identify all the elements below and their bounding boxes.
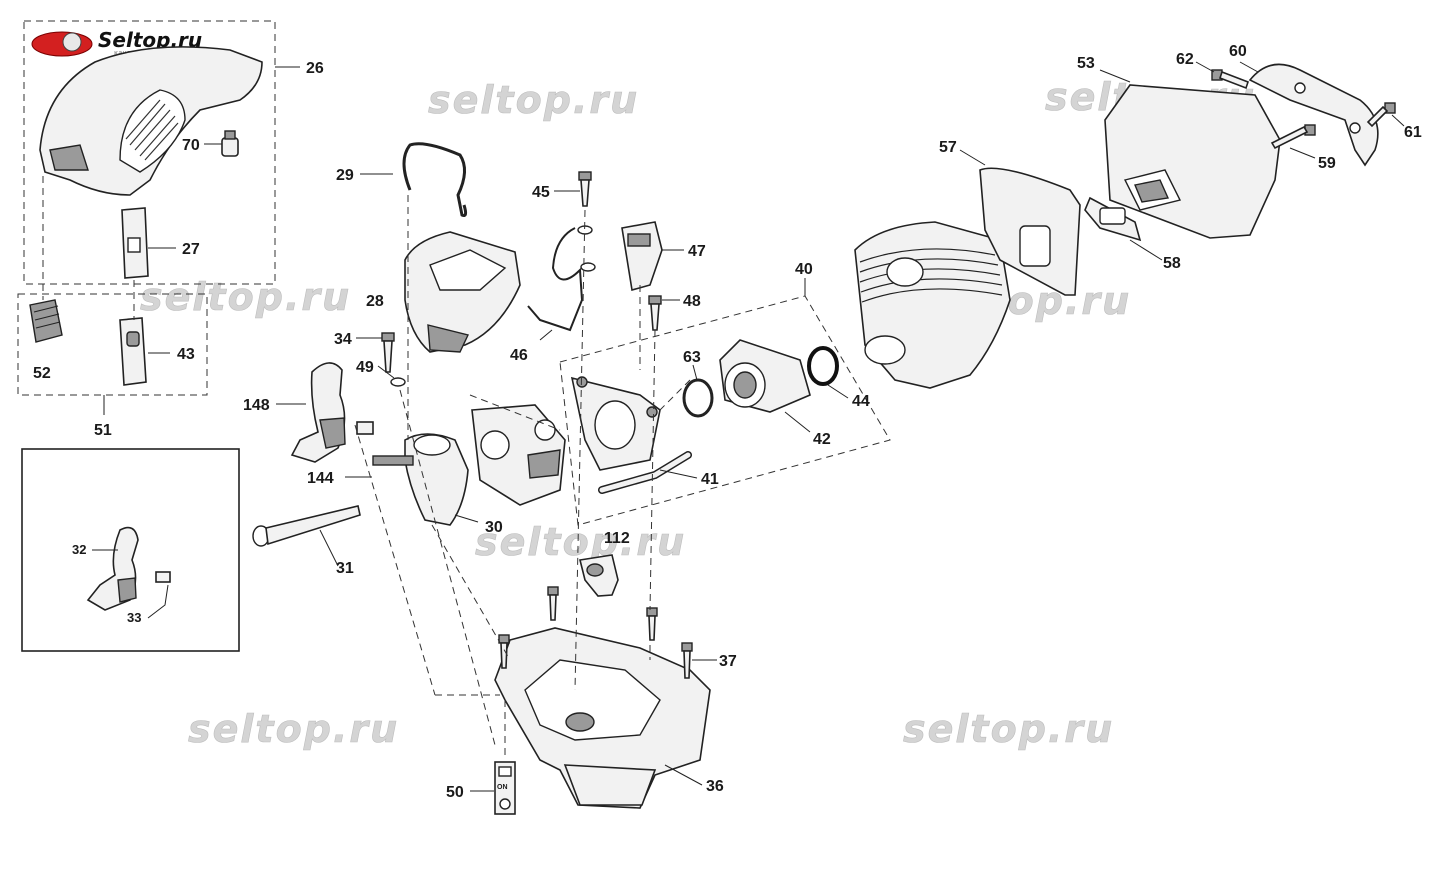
callout-63: 63 (683, 349, 701, 366)
screw-37 (681, 642, 693, 679)
muffler-bracket-60 (1248, 63, 1379, 167)
screw-45 (578, 171, 592, 207)
oring-44 (807, 346, 839, 386)
fuel-line-46 (527, 225, 596, 332)
air-filter-housing-28 (404, 231, 521, 353)
screw-tank-c (498, 634, 510, 669)
tank-housing-36 (494, 627, 711, 809)
group-outline-40 (559, 295, 891, 526)
callout-46: 46 (510, 347, 528, 364)
callout-37: 37 (719, 653, 737, 670)
screw-61 (1366, 102, 1396, 128)
callout-41: 41 (701, 471, 719, 488)
watermark-5: seltop.ru (475, 520, 686, 564)
callout-58: 58 (1163, 255, 1181, 272)
screw-34 (381, 332, 395, 373)
screw-48 (648, 295, 662, 331)
watermark-7: seltop.ru (903, 707, 1114, 751)
muffler-53 (1104, 84, 1281, 239)
filter-plate-43 (119, 317, 147, 386)
filter-plate-27 (121, 207, 149, 279)
group-box-26 (23, 20, 276, 285)
callout-42: 42 (813, 431, 831, 448)
watermark-2: seltop.ru (140, 275, 351, 319)
heat-shield-57 (979, 167, 1081, 296)
washer-49 (390, 377, 406, 387)
callout-27: 27 (182, 241, 200, 258)
screw-tank-a (547, 586, 559, 621)
guide-wire-29 (402, 142, 468, 217)
callout-144: 144 (307, 470, 334, 487)
inset-throttle-trigger (86, 526, 171, 611)
screw-tank-b (646, 607, 658, 641)
clip-112 (579, 554, 619, 597)
callout-40: 40 (795, 261, 813, 278)
callout-59: 59 (1318, 155, 1336, 172)
intake-adapter-30 (372, 433, 469, 526)
cover-knob (221, 130, 239, 157)
switch-on-label: ON (497, 784, 508, 791)
intake-manifold-42 (719, 339, 811, 413)
callout-47: 47 (688, 243, 706, 260)
assembly-lines (42, 176, 691, 760)
top-cover (39, 46, 263, 196)
callout-62: 62 (1176, 51, 1194, 68)
long-bolt-31 (252, 505, 361, 547)
ring-63 (682, 378, 714, 418)
callout-28: 28 (366, 293, 384, 310)
carburetor (471, 404, 566, 506)
bolt-59 (1270, 124, 1316, 150)
callout-112: 112 (604, 530, 630, 547)
callout-43: 43 (177, 346, 195, 363)
callout-29: 29 (336, 167, 354, 184)
carburetor-bracket (570, 376, 661, 471)
clip-47 (621, 221, 663, 292)
callout-52: 52 (33, 365, 51, 382)
cylinder (854, 221, 1011, 389)
filter-element-52 (29, 299, 63, 343)
callout-26: 26 (306, 60, 324, 77)
callout-70: 70 (182, 137, 200, 154)
callout-51: 51 (94, 422, 112, 439)
group-box-51 (17, 293, 208, 396)
callout-33: 33 (127, 610, 141, 625)
callout-labels: 26 70 27 52 43 51 29 28 34 49 148 144 30… (33, 43, 1422, 801)
callout-60: 60 (1229, 43, 1247, 60)
gasket-58 (1084, 196, 1142, 242)
callout-45: 45 (532, 184, 550, 201)
callout-30: 30 (485, 519, 503, 536)
callout-31: 31 (336, 560, 354, 577)
screw-62 (1211, 69, 1250, 90)
impulse-hose-41 (598, 451, 692, 494)
callout-44: 44 (852, 393, 870, 410)
callout-36: 36 (706, 778, 724, 795)
callout-61: 61 (1404, 124, 1422, 141)
callout-53: 53 (1077, 55, 1095, 72)
callout-50: 50 (446, 784, 464, 801)
callout-48: 48 (683, 293, 701, 310)
callout-32: 32 (72, 542, 86, 557)
throttle-trigger-148 (290, 362, 374, 463)
callout-148: 148 (243, 397, 270, 414)
watermark-1: seltop.ru (428, 78, 639, 122)
callout-49: 49 (356, 359, 374, 376)
watermark-6: seltop.ru (188, 707, 399, 751)
callout-34: 34 (334, 331, 352, 348)
switch-plate-50: ON (494, 761, 516, 815)
inset-box (21, 448, 240, 652)
callout-57: 57 (939, 139, 957, 156)
